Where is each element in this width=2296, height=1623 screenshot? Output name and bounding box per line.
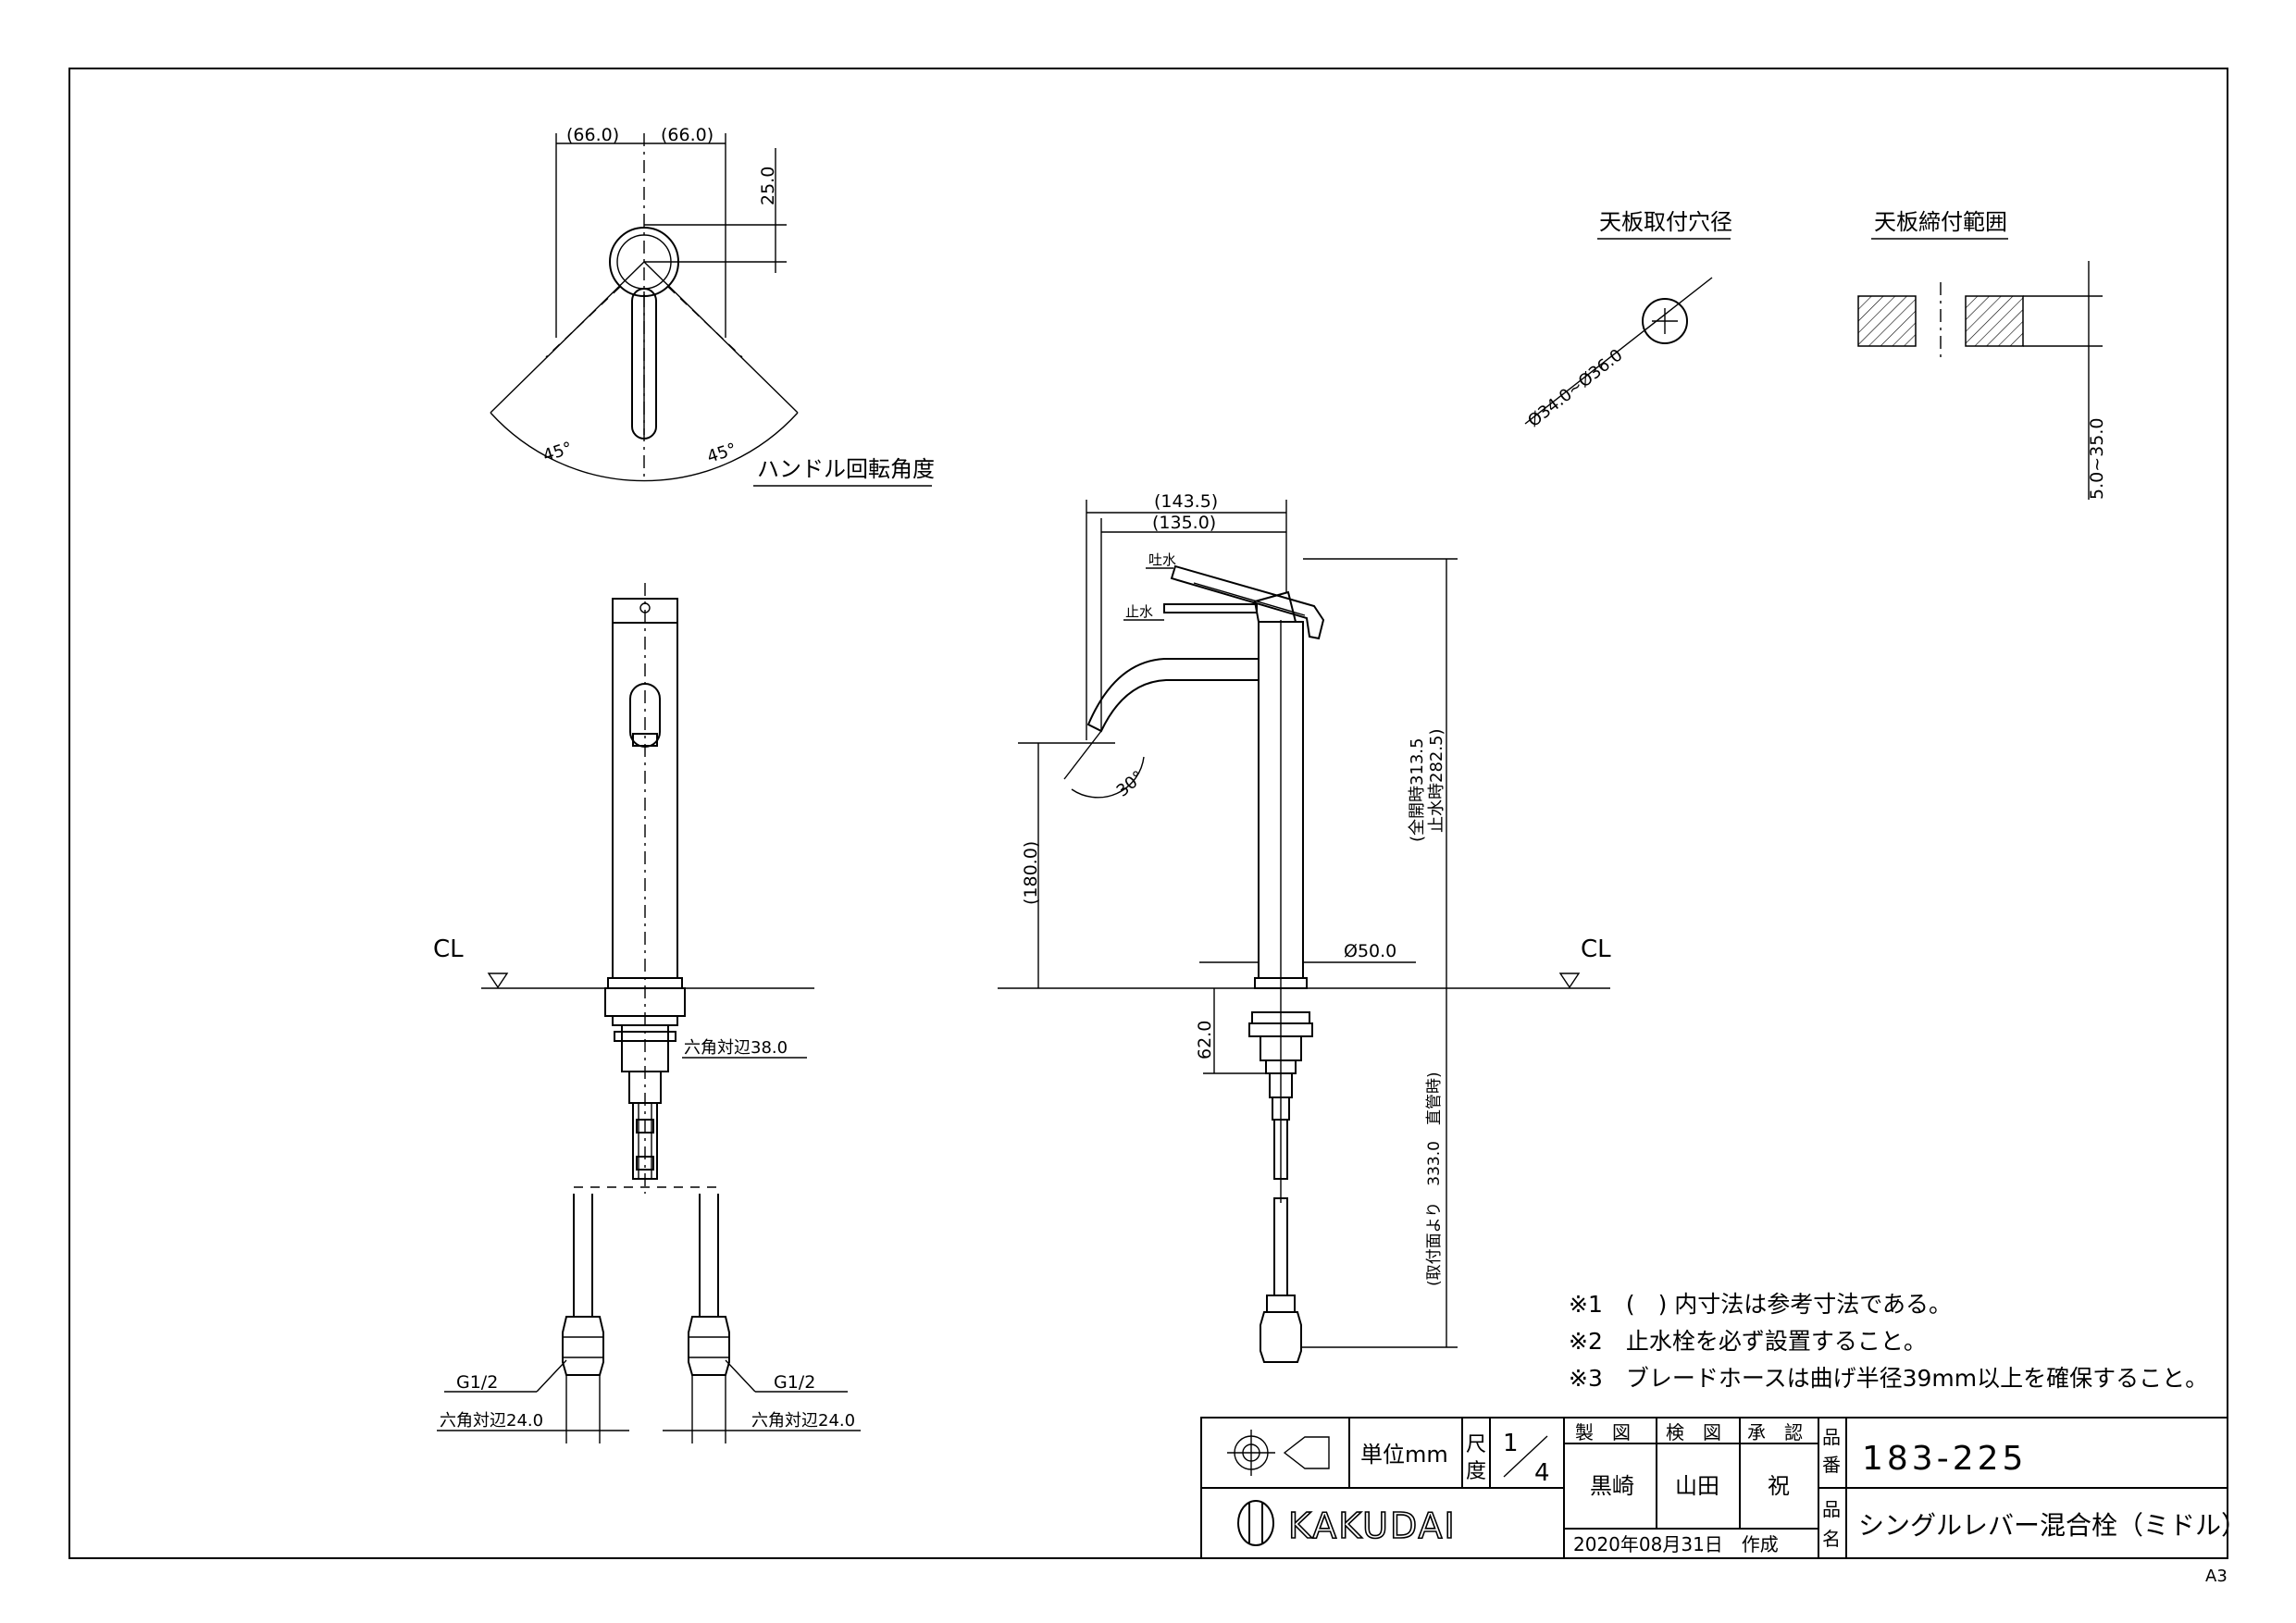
made-by-label: 製 図 <box>1575 1421 1631 1443</box>
g-right-label: G1/2 <box>774 1372 815 1393</box>
total-height-dim-1: (全開時313.5 <box>1408 737 1427 842</box>
notes: ※1 ( ) 内寸法は参考寸法である。 ※2 止水栓を必ず設置すること。 ※3 … <box>1569 1291 2208 1392</box>
total-height-dim-2: 止水時282.5) <box>1427 728 1446 833</box>
cl-left-label: CL <box>433 935 464 963</box>
scale-label-1: 尺 <box>1466 1433 1486 1456</box>
note-2: ※2 止水栓を必ず設置すること。 <box>1569 1328 1927 1355</box>
reach-dim-2: (135.0) <box>1152 513 1216 533</box>
side-view: (143.5) (135.0) 吐水 止水 30° (180.0) (全開時31… <box>998 491 1611 1363</box>
angle-right: 45° <box>705 440 739 467</box>
approved-by: 祝 <box>1768 1473 1790 1499</box>
kakudai-logo: KAKUDAI <box>1237 1500 1457 1547</box>
part-name-label-2: 名 <box>1822 1528 1841 1550</box>
body-dia-dim: Ø50.0 <box>1344 941 1396 961</box>
spout-open-label: 吐水 <box>1148 551 1176 568</box>
dim-top-offset: 25.0 <box>758 167 778 205</box>
part-name-label-1: 品 <box>1822 1498 1841 1520</box>
scale-den: 4 <box>1534 1459 1550 1487</box>
hex-front-dim: 六角対辺38.0 <box>684 1038 788 1058</box>
front-view: 六角対辺38.0 CL G1/2 六角対辺24.0 G1/2 六角対辺24.0 <box>433 583 861 1443</box>
thread-len-dim: 62.0 <box>1195 1021 1215 1059</box>
hex-left-dim: 六角対辺24.0 <box>440 1411 543 1431</box>
reach-dim-1: (143.5) <box>1154 491 1218 512</box>
approved-label: 承 認 <box>1747 1421 1803 1443</box>
sheet-border <box>68 68 2228 1559</box>
sheet-size: A3 <box>2205 1567 2228 1586</box>
scale-num: 1 <box>1503 1430 1519 1457</box>
scale-label-2: 度 <box>1466 1460 1486 1483</box>
spout-close-label: 止水 <box>1125 603 1153 620</box>
part-number: 183-225 <box>1862 1440 2027 1478</box>
brand-name: KAKUDAI <box>1288 1505 1457 1546</box>
mount-hole-detail: 天板取付穴径 Ø34.0~Ø36.0 <box>1524 209 1732 431</box>
clamp-range-detail: 天板締付範囲 5.0~35.0 <box>1857 209 2107 500</box>
angle-left: 45° <box>540 439 575 466</box>
part-no-label-1: 品 <box>1822 1426 1841 1448</box>
part-name: シングルレバー混合栓（ミドル） <box>1858 1510 2247 1541</box>
dim-top-right: (66.0) <box>661 125 714 145</box>
note-1: ※1 ( ) 内寸法は参考寸法である。 <box>1569 1291 1952 1318</box>
hole-dia-dim: Ø34.0~Ø36.0 <box>1524 345 1626 431</box>
made-by: 黒崎 <box>1590 1473 1634 1499</box>
issue-date: 2020年08月31日 作成 <box>1573 1533 1779 1555</box>
dim-top-left: (66.0) <box>566 125 619 145</box>
third-angle-projection-icon <box>1227 1430 1330 1476</box>
spout-angle: 30° <box>1113 767 1148 801</box>
part-no-label-2: 番 <box>1822 1454 1841 1476</box>
checked-label: 検 図 <box>1666 1421 1721 1443</box>
note-3: ※3 ブレードホースは曲げ半径39mm以上を確保すること。 <box>1569 1365 2208 1392</box>
hose-len-dim: (取付面より 333.0 直管時) <box>1425 1072 1444 1286</box>
g-left-label: G1/2 <box>456 1372 498 1393</box>
clamp-range-label: 天板締付範囲 <box>1874 209 2007 235</box>
spout-height-dim: (180.0) <box>1021 841 1041 905</box>
unit-label: 単位mm <box>1360 1442 1448 1468</box>
clamp-dim: 5.0~35.0 <box>2087 418 2107 500</box>
top-view: (66.0) (66.0) 25.0 45° 45° ハンドル回転角度 <box>490 125 935 487</box>
hex-right-dim: 六角対辺24.0 <box>751 1411 855 1431</box>
cl-right-label: CL <box>1581 935 1611 963</box>
checked-by: 山田 <box>1675 1473 1719 1499</box>
mount-hole-label: 天板取付穴径 <box>1599 209 1732 235</box>
handle-rotation-label: ハンドル回転角度 <box>757 456 935 482</box>
title-block: 単位mm 尺 度 1 4 製 図 検 図 承 認 黒崎 山田 祝 2020年08… <box>1200 1417 2247 1559</box>
